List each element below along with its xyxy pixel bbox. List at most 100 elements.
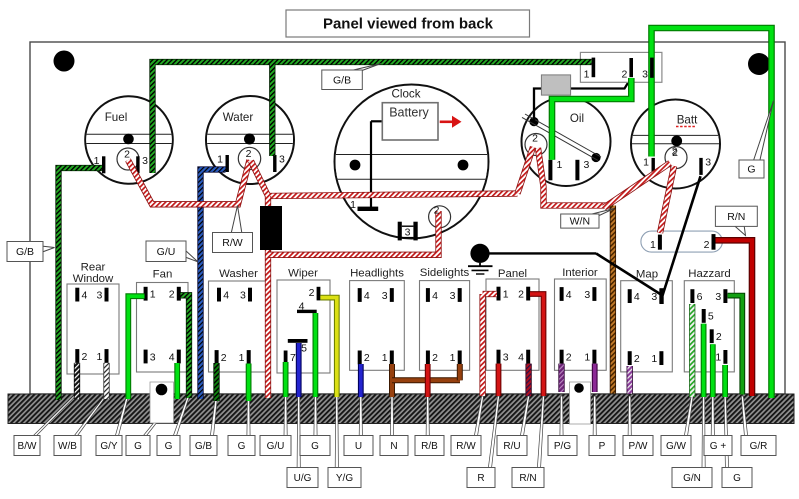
svg-text:Batt: Batt bbox=[677, 114, 698, 127]
svg-text:2: 2 bbox=[124, 149, 130, 161]
svg-text:1: 1 bbox=[651, 353, 657, 365]
svg-text:3: 3 bbox=[405, 227, 411, 239]
svg-text:Panel: Panel bbox=[498, 268, 527, 280]
svg-text:G +: G + bbox=[710, 441, 727, 452]
svg-text:G/B: G/B bbox=[195, 441, 213, 452]
svg-text:G/B: G/B bbox=[16, 246, 34, 258]
svg-text:Map: Map bbox=[636, 269, 658, 281]
svg-text:G/B: G/B bbox=[333, 74, 351, 86]
svg-text:Fuel: Fuel bbox=[105, 111, 128, 124]
svg-text:1: 1 bbox=[150, 289, 156, 301]
svg-text:4: 4 bbox=[82, 289, 88, 301]
svg-text:3: 3 bbox=[584, 159, 590, 171]
svg-text:Hazzard: Hazzard bbox=[688, 268, 730, 280]
svg-text:2: 2 bbox=[532, 133, 538, 145]
svg-text:G/R: G/R bbox=[750, 441, 768, 452]
svg-text:3: 3 bbox=[150, 351, 156, 363]
svg-text:Y/G: Y/G bbox=[336, 473, 353, 484]
svg-text:1: 1 bbox=[94, 155, 100, 167]
svg-text:G/N: G/N bbox=[683, 473, 701, 484]
svg-text:3: 3 bbox=[96, 289, 102, 301]
svg-text:2: 2 bbox=[434, 205, 440, 217]
svg-text:U: U bbox=[355, 441, 362, 452]
svg-text:Wiper: Wiper bbox=[288, 268, 318, 280]
svg-text:G: G bbox=[733, 473, 741, 484]
svg-text:W/B: W/B bbox=[58, 441, 77, 452]
svg-text:Panel viewed from back: Panel viewed from back bbox=[323, 16, 494, 33]
svg-text:P/W: P/W bbox=[629, 441, 648, 452]
svg-text:1: 1 bbox=[96, 351, 102, 363]
svg-text:2: 2 bbox=[364, 352, 370, 364]
svg-text:Oil: Oil bbox=[570, 112, 584, 125]
svg-text:G/U: G/U bbox=[267, 441, 285, 452]
svg-text:1: 1 bbox=[557, 159, 563, 171]
svg-text:Interior: Interior bbox=[562, 267, 598, 279]
svg-text:1: 1 bbox=[450, 352, 456, 364]
svg-text:7: 7 bbox=[290, 352, 296, 364]
svg-text:P: P bbox=[599, 441, 606, 452]
svg-text:2: 2 bbox=[634, 353, 640, 365]
svg-text:Fan: Fan bbox=[153, 269, 173, 281]
svg-text:1: 1 bbox=[650, 239, 656, 251]
svg-text:3: 3 bbox=[450, 290, 456, 302]
svg-text:4: 4 bbox=[432, 290, 438, 302]
svg-text:Window: Window bbox=[73, 273, 114, 285]
svg-text:1: 1 bbox=[382, 352, 388, 364]
svg-text:R: R bbox=[477, 473, 484, 484]
svg-text:G/Y: G/Y bbox=[100, 441, 118, 452]
svg-text:2: 2 bbox=[704, 239, 710, 251]
svg-text:1: 1 bbox=[350, 199, 356, 211]
svg-text:5: 5 bbox=[708, 311, 714, 323]
svg-text:1: 1 bbox=[584, 351, 590, 363]
svg-text:3: 3 bbox=[382, 290, 388, 302]
svg-text:4: 4 bbox=[518, 351, 524, 363]
svg-text:4: 4 bbox=[299, 301, 305, 313]
svg-text:N: N bbox=[390, 441, 397, 452]
svg-text:1: 1 bbox=[715, 352, 721, 364]
svg-text:R/B: R/B bbox=[421, 441, 438, 452]
svg-text:2: 2 bbox=[82, 351, 88, 363]
svg-text:W/N: W/N bbox=[570, 216, 590, 228]
svg-text:1: 1 bbox=[217, 154, 223, 166]
svg-text:U/G: U/G bbox=[294, 473, 312, 484]
svg-text:Washer: Washer bbox=[219, 268, 258, 280]
svg-text:R/W: R/W bbox=[222, 237, 243, 249]
svg-text:G/U: G/U bbox=[157, 246, 176, 258]
svg-text:3: 3 bbox=[715, 291, 721, 303]
svg-text:3: 3 bbox=[642, 69, 648, 81]
svg-text:Rear: Rear bbox=[81, 262, 106, 274]
svg-text:4: 4 bbox=[634, 291, 640, 303]
svg-text:1: 1 bbox=[643, 156, 649, 168]
svg-text:3: 3 bbox=[705, 156, 711, 168]
svg-text:R/W: R/W bbox=[456, 441, 476, 452]
svg-text:2: 2 bbox=[672, 146, 678, 158]
svg-text:4: 4 bbox=[223, 289, 229, 301]
svg-text:G: G bbox=[311, 441, 319, 452]
svg-text:Headlights: Headlights bbox=[350, 268, 404, 280]
svg-text:2: 2 bbox=[309, 287, 315, 299]
svg-text:3: 3 bbox=[240, 289, 246, 301]
svg-text:2: 2 bbox=[672, 147, 678, 159]
svg-text:R/U: R/U bbox=[503, 441, 520, 452]
svg-text:Clock: Clock bbox=[392, 88, 421, 101]
svg-text:2: 2 bbox=[716, 331, 722, 343]
svg-text:3: 3 bbox=[503, 351, 509, 363]
svg-text:G: G bbox=[165, 441, 173, 452]
svg-text:1: 1 bbox=[239, 352, 245, 364]
svg-text:2: 2 bbox=[221, 352, 227, 364]
svg-text:G: G bbox=[747, 164, 755, 176]
svg-text:4: 4 bbox=[566, 289, 572, 301]
svg-text:Water: Water bbox=[223, 111, 254, 124]
svg-text:1: 1 bbox=[503, 288, 509, 300]
svg-text:R/N: R/N bbox=[519, 473, 536, 484]
svg-text:P/G: P/G bbox=[554, 441, 571, 452]
svg-text:4: 4 bbox=[169, 351, 175, 363]
svg-text:3: 3 bbox=[651, 291, 657, 303]
svg-text:3: 3 bbox=[142, 155, 148, 167]
svg-text:3: 3 bbox=[279, 154, 285, 166]
svg-text:2: 2 bbox=[432, 352, 438, 364]
svg-text:2: 2 bbox=[246, 148, 252, 160]
svg-text:R/N: R/N bbox=[727, 211, 745, 223]
svg-text:2: 2 bbox=[621, 69, 627, 81]
svg-text:B/W: B/W bbox=[18, 441, 37, 452]
